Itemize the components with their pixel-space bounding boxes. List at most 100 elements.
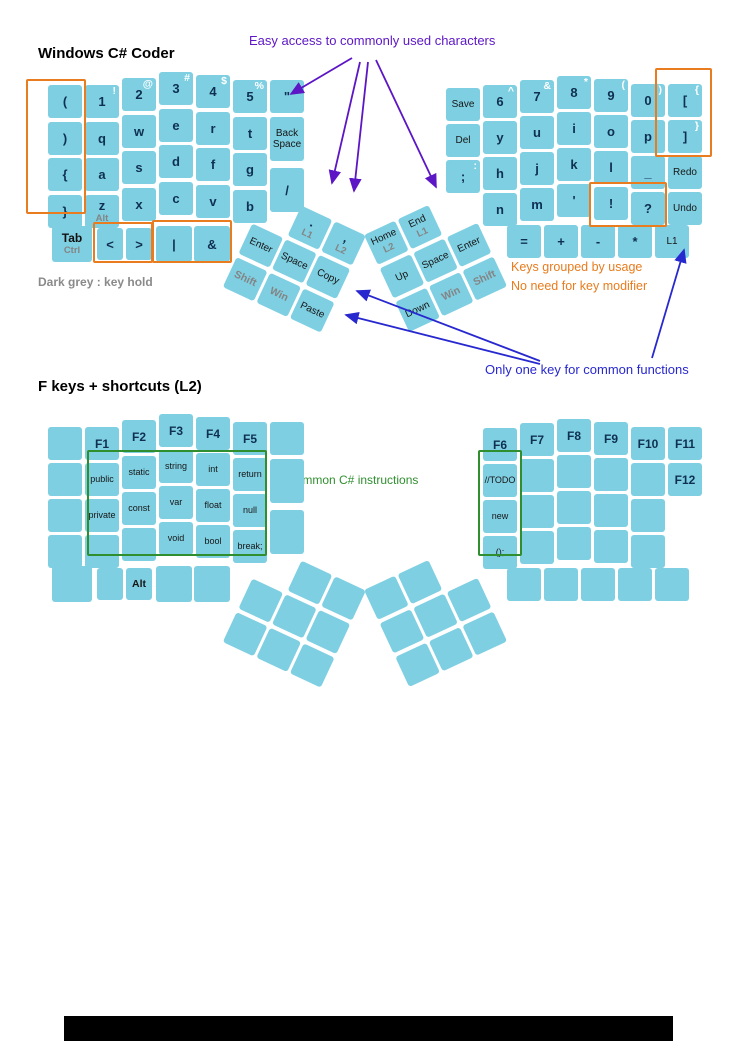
key-label: Alt [132,577,146,590]
orange-highlight-box [93,222,153,263]
key-label: bool [204,536,222,546]
key-label: y [496,130,504,145]
key-null: null [233,494,267,527]
key-x: x [122,188,156,221]
key-label: _ [644,165,652,180]
key-label: < [106,236,114,252]
key-f: f [196,148,230,181]
key-label: 5 [246,89,254,104]
key-redo: Redo [668,156,702,189]
blank-key [557,491,591,524]
blank-key [48,499,82,532]
key-label: & [207,236,217,252]
blank-key [594,530,628,563]
key-q: q [85,122,119,155]
key-label: F7 [529,432,544,447]
key-f5: F5 [233,422,267,455]
key-f11: F11 [668,427,702,460]
blank-key [618,568,652,601]
key-void: void [159,522,193,555]
key-l: l [594,151,628,184]
key-shift-label: : [473,160,478,172]
key-label: Win [267,285,291,305]
key-shift-label: ! [112,85,117,97]
key-label: 7 [533,89,541,104]
key-s: s [122,151,156,184]
key-f12: F12 [668,463,702,496]
key-alt: Alt [126,568,152,600]
key-label: / [285,182,289,198]
key-shift-label: $ [221,75,227,87]
blank-key [156,566,192,602]
key-1: 1! [85,85,119,118]
key-v: v [196,185,230,218]
key-apostrophe: ' [557,184,591,217]
key-label: n [496,202,504,217]
key-label: ] [682,129,688,144]
key-label: F8 [566,428,581,443]
key-label: L1 [666,235,678,247]
key-p: p [631,120,665,153]
key-less-than: < [97,228,123,260]
key-label: Tab [61,231,83,246]
key-9: 9( [594,79,628,112]
key-label: var [169,497,183,507]
key-new: new [483,500,517,533]
key-label: F10 [637,436,659,451]
key-label: r [210,121,216,136]
key-label: i [572,121,576,136]
key-hold-label: L1 [299,227,315,242]
key-label: > [135,236,143,252]
key-f1: F1 [85,427,119,460]
key-label: " [283,89,291,104]
green-highlight-box [87,450,267,556]
key-4: 4$ [196,75,230,108]
key-label: Win [439,284,463,304]
blank-key [520,495,554,528]
key-hold-label: Ctrl [63,245,81,257]
key-shift-label: ) [658,84,663,96]
key-label: F12 [674,472,696,487]
key-greater-than: > [126,228,152,260]
key-public: public [85,463,119,496]
key-o: o [594,115,628,148]
key-minus: - [581,225,615,258]
key-f4: F4 [196,417,230,450]
key-k: k [557,148,591,181]
key-paren-open: ( [48,85,82,118]
key-label: v [209,194,217,209]
key-slash: / [270,168,304,212]
key-label: Back Space [272,127,302,150]
key-l1: L1 [655,225,689,258]
key-w: w [122,115,156,148]
key-paren-close: ) [48,122,82,155]
key-label: int [208,464,218,474]
key-label: const [128,503,150,513]
blank-key [507,568,541,601]
key-shift-label: @ [142,78,153,90]
key-d: d [159,145,193,178]
key-label: 4 [209,84,217,99]
key-label: Up [393,268,411,284]
key-label: Enter [455,234,483,255]
key-f8: F8 [557,419,591,452]
key-label: 8 [570,85,578,100]
annotation-one-key-common-functions: Only one key for common functions [485,362,689,377]
key-brace-close: } [48,195,82,228]
key-const: const [122,492,156,525]
key-shift-label: & [543,80,551,92]
key-label: Del [455,134,471,146]
key-f6: F6 [483,428,517,461]
annotation-keys-grouped: Keys grouped by usage [511,260,643,274]
key-break: break; [233,530,267,563]
key-label: } [62,204,68,219]
orange-highlight-box [655,68,712,157]
blank-key [97,568,123,600]
key-float: float [196,489,230,522]
key-j: j [520,152,554,185]
annotation-common-cs-instructions: Common C# instructions [287,473,419,487]
key-label: Down [403,299,432,321]
key-label: Enter [247,235,274,256]
